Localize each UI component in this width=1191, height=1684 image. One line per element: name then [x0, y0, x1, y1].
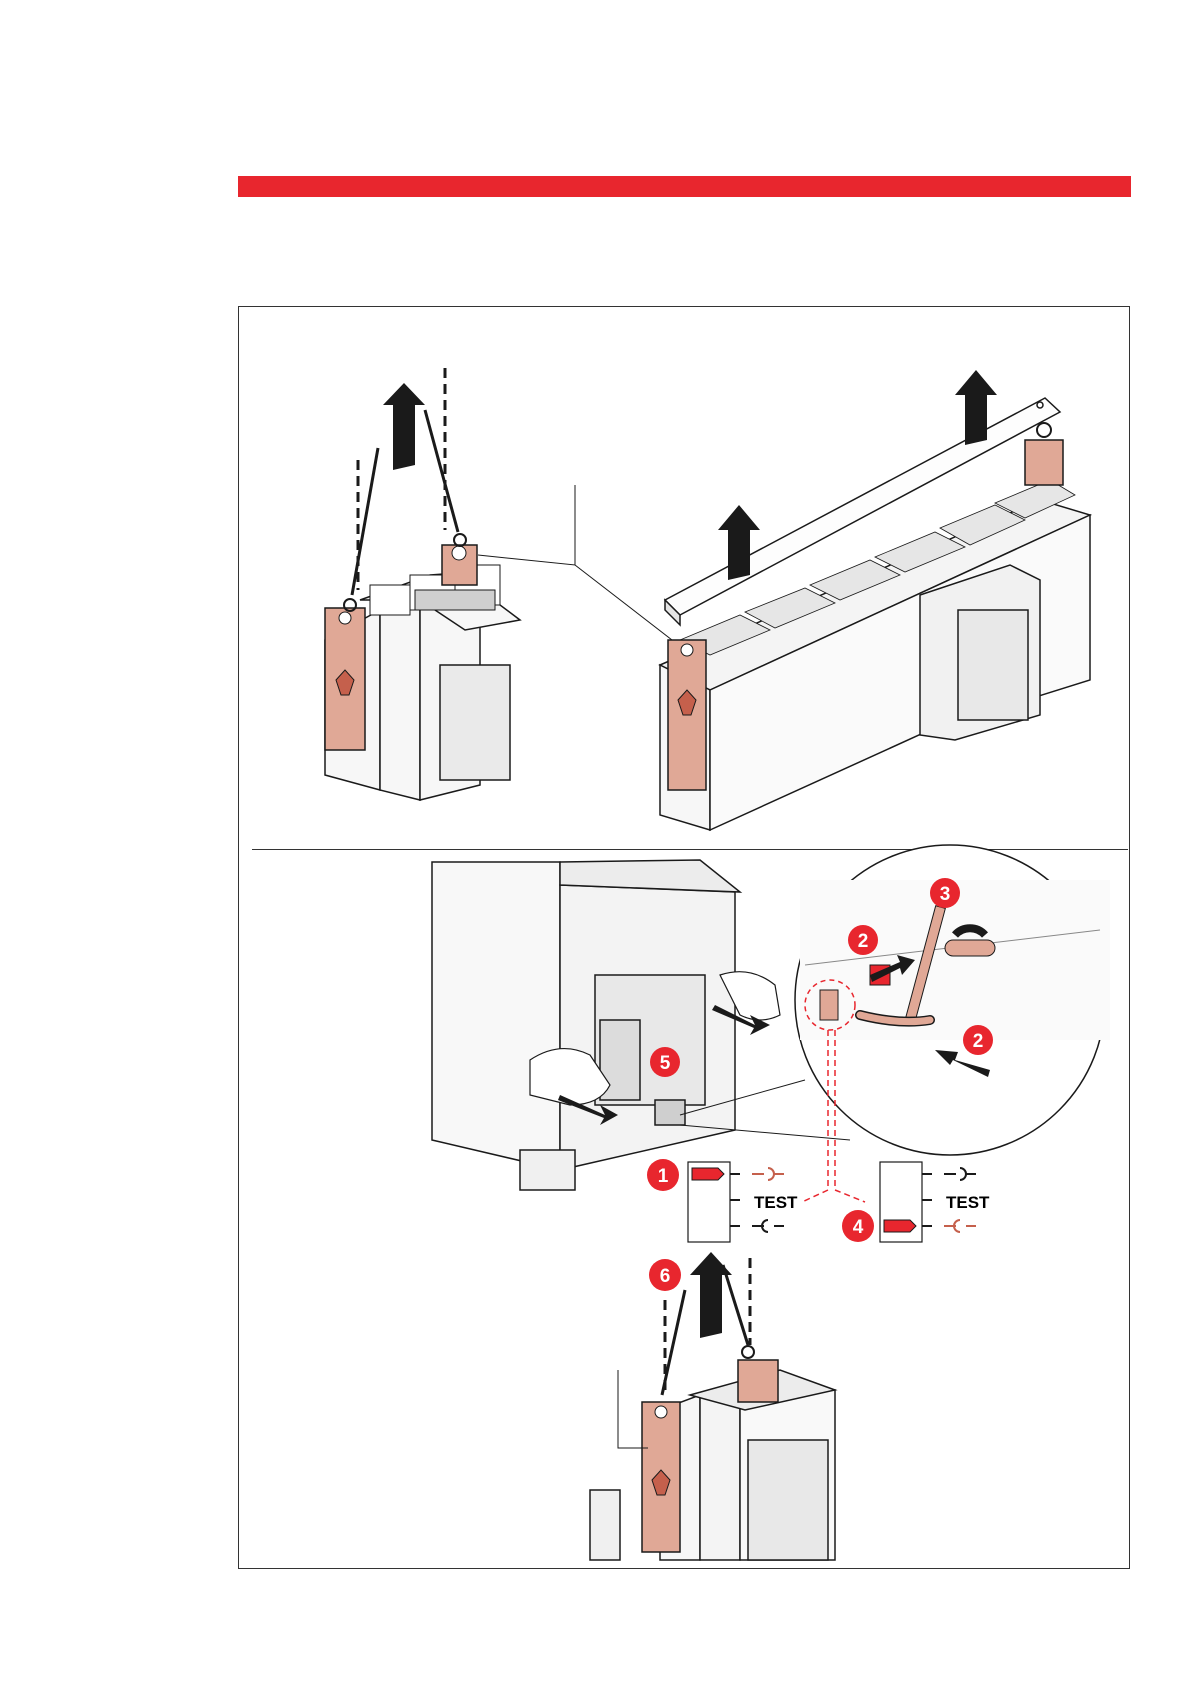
lifting-bracket-right-rear [1025, 423, 1063, 485]
step-5-label: 5 [660, 1053, 671, 1074]
step-6-label: 6 [660, 1266, 671, 1287]
step-1-label: 1 [658, 1166, 669, 1187]
breaker-right-top [660, 500, 1090, 830]
breaker-bottom [590, 1370, 835, 1560]
lifting-bracket-left-front [325, 608, 365, 750]
lift-up-arrow-left [383, 383, 425, 470]
breaker-front-view [432, 860, 740, 1190]
lifting-bracket-right-front [668, 640, 706, 790]
test-label-2: TEST [946, 1193, 990, 1212]
lifting-bracket-bottom-front [642, 1402, 680, 1552]
lift-up-arrow-bottom [690, 1252, 732, 1338]
step-4-label: 4 [853, 1217, 864, 1238]
lifting-bracket-left-rear [442, 545, 477, 585]
connector-blocks-left-top [370, 565, 500, 615]
test-label-1: TEST [754, 1193, 798, 1212]
step-2a-label: 2 [858, 931, 869, 952]
lifting-bracket-bottom-rear [738, 1346, 778, 1402]
step-2b-label: 2 [973, 1031, 984, 1052]
step-3-label: 3 [940, 884, 951, 905]
